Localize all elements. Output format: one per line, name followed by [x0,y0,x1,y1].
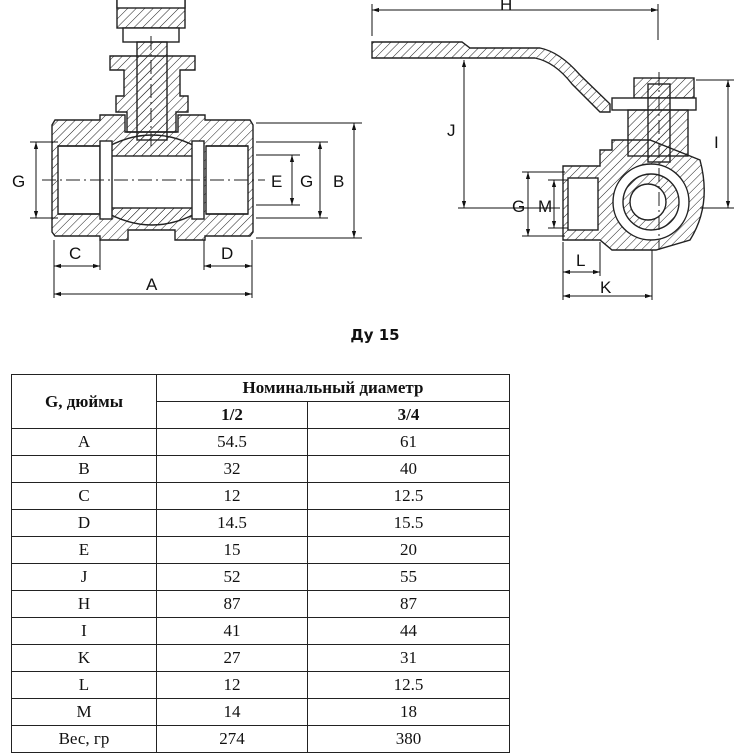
value-cell: 55 [307,563,510,591]
param-name-cell: B [11,455,157,483]
right-side-view [371,41,705,251]
dim-label: L [576,251,585,270]
value-cell: 14 [156,698,308,726]
value-cell: 12 [156,482,308,510]
size-header-cell: 1/2 [156,401,308,429]
left-dimension-labels: G E G B C D A [12,172,344,294]
value-cell: 12 [156,671,308,699]
dim-label: G [512,197,525,216]
right-dimensions [371,4,734,300]
value-cell: 61 [307,428,510,456]
param-name-cell: C [11,482,157,510]
dim-label: B [333,172,344,191]
left-section-view [42,0,265,241]
dim-label: A [146,275,158,294]
param-name-cell: I [11,617,157,645]
valve-technical-drawing: G E G B C D A [12,0,734,300]
value-cell: 40 [307,455,510,483]
value-cell: 87 [307,590,510,618]
value-cell: 32 [156,455,308,483]
value-cell: 27 [156,644,308,672]
dim-label: D [221,244,233,263]
value-cell: 87 [156,590,308,618]
drawing-subtitle: Ду 15 [350,326,400,344]
dim-label: K [600,278,612,297]
dim-label: E [271,172,282,191]
row-header-cell: G, дюймы [11,374,157,429]
param-name-cell: M [11,698,157,726]
param-name-cell: E [11,536,157,564]
value-cell: 14.5 [156,509,308,537]
value-cell: 18 [307,698,510,726]
value-cell: 54.5 [156,428,308,456]
left-dimensions [30,122,362,298]
dim-label: J [447,121,456,140]
value-cell: 41 [156,617,308,645]
dim-label: G [12,172,25,191]
param-name-cell: D [11,509,157,537]
value-cell: 12.5 [307,671,510,699]
dim-label: M [538,197,552,216]
group-header-cell: Номинальный диаметр [156,374,510,402]
value-cell: 31 [307,644,510,672]
param-name-cell: K [11,644,157,672]
dim-label: H [500,0,512,14]
size-header-cell: 3/4 [307,401,510,429]
dim-label: C [69,244,81,263]
param-name-cell: L [11,671,157,699]
value-cell: 380 [307,725,510,753]
right-dimension-labels: H J I G M L K [447,0,719,297]
value-cell: 52 [156,563,308,591]
param-name-cell: A [11,428,157,456]
param-name-cell: J [11,563,157,591]
value-cell: 15 [156,536,308,564]
value-cell: 12.5 [307,482,510,510]
value-cell: 274 [156,725,308,753]
param-name-cell: Вес, гр [11,725,157,753]
value-cell: 20 [307,536,510,564]
value-cell: 15.5 [307,509,510,537]
value-cell: 44 [307,617,510,645]
dim-label: I [714,133,719,152]
param-name-cell: H [11,590,157,618]
dim-label: G [300,172,313,191]
